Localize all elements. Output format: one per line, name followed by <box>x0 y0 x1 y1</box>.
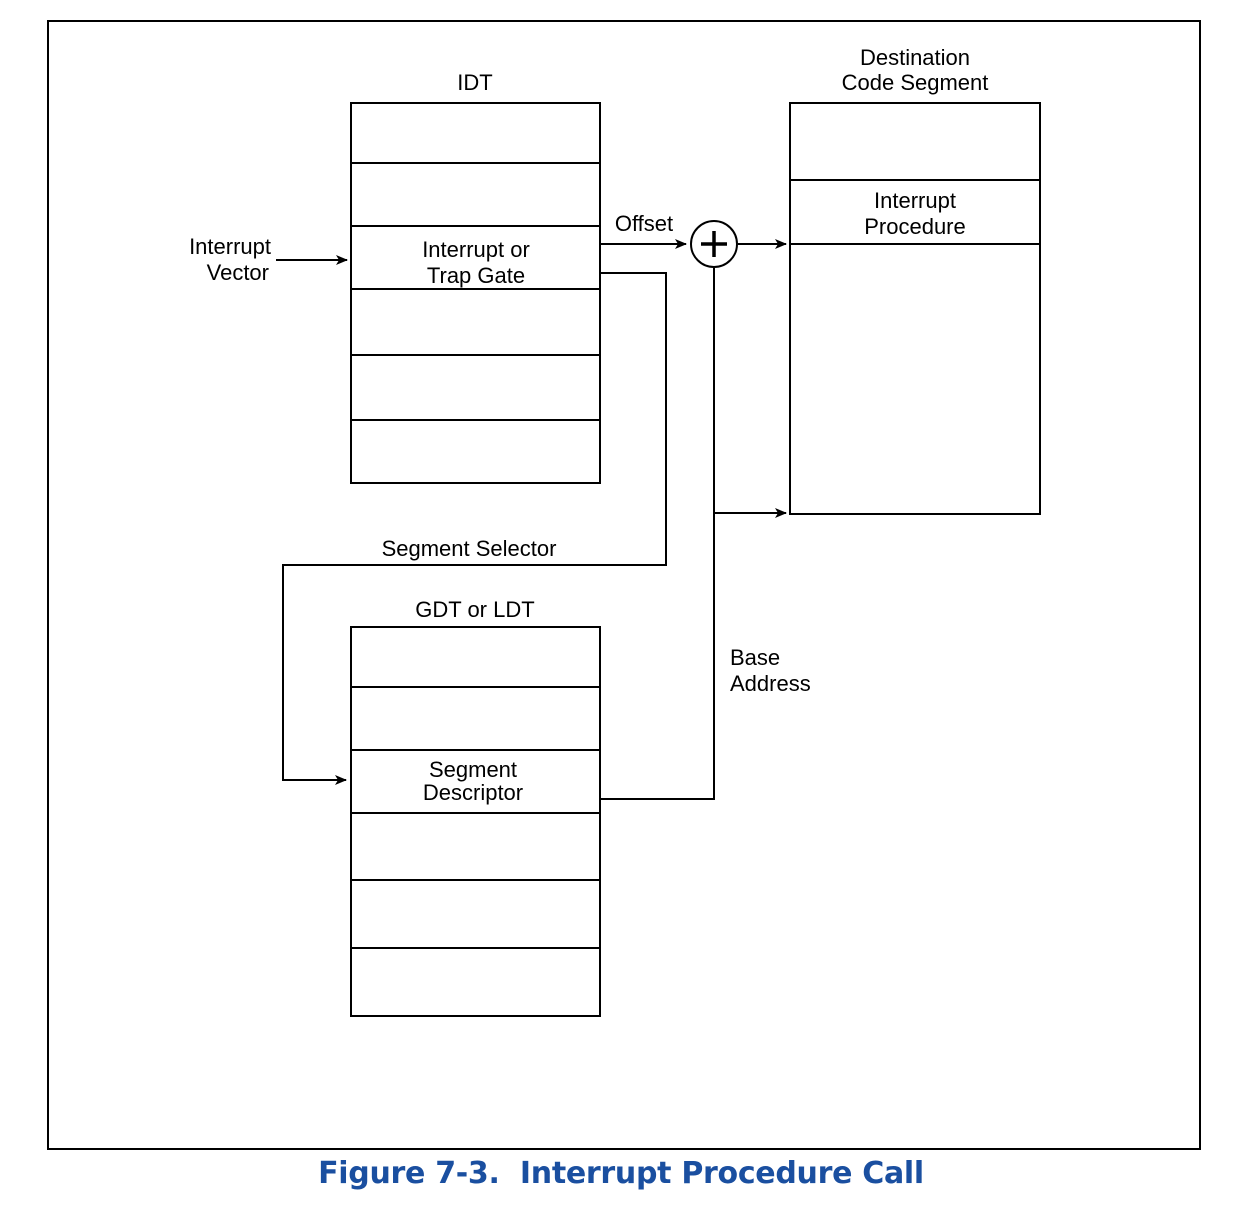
idt-gate-label: Interrupt or <box>422 237 530 262</box>
segment-descriptor-label: Segment <box>429 757 517 782</box>
segment-descriptor-label: Descriptor <box>423 780 523 805</box>
segment-selector-label: Segment Selector <box>382 536 557 561</box>
destination-border <box>789 102 1041 515</box>
idt-table: IDT Interrupt or Trap Gate <box>350 70 601 484</box>
figure-number: Figure 7-3. <box>318 1156 500 1191</box>
interrupt-procedure-label: Interrupt <box>874 188 956 213</box>
gdt-border <box>350 626 601 1017</box>
figure-title: Interrupt Procedure Call <box>519 1156 924 1191</box>
interrupt-procedure-label: Procedure <box>864 214 966 239</box>
interrupt-vector-label: Interrupt <box>189 234 271 259</box>
idt-gate-label: Trap Gate <box>427 263 525 288</box>
base-address-path <box>600 268 715 800</box>
base-address-label: Base <box>730 645 780 670</box>
gdt-title: GDT or LDT <box>415 597 534 622</box>
figure-frame <box>47 20 1201 1150</box>
offset-label: Offset <box>615 211 673 236</box>
plus-circle-icon <box>690 220 738 268</box>
idt-border <box>350 102 601 484</box>
destination-code-segment: Destination Code Segment Interrupt Proce… <box>789 45 1041 515</box>
figure-caption: Figure 7-3. Interrupt Procedure Call <box>0 1156 1242 1191</box>
segment-selector-path <box>282 272 667 785</box>
idt-title: IDT <box>457 70 492 95</box>
destination-title: Destination <box>860 45 970 70</box>
destination-title: Code Segment <box>842 70 989 95</box>
base-address-label: Address <box>730 671 811 696</box>
gdt-table: GDT or LDT Segment Descriptor <box>350 597 601 1017</box>
interrupt-vector-label: Vector <box>207 260 269 285</box>
